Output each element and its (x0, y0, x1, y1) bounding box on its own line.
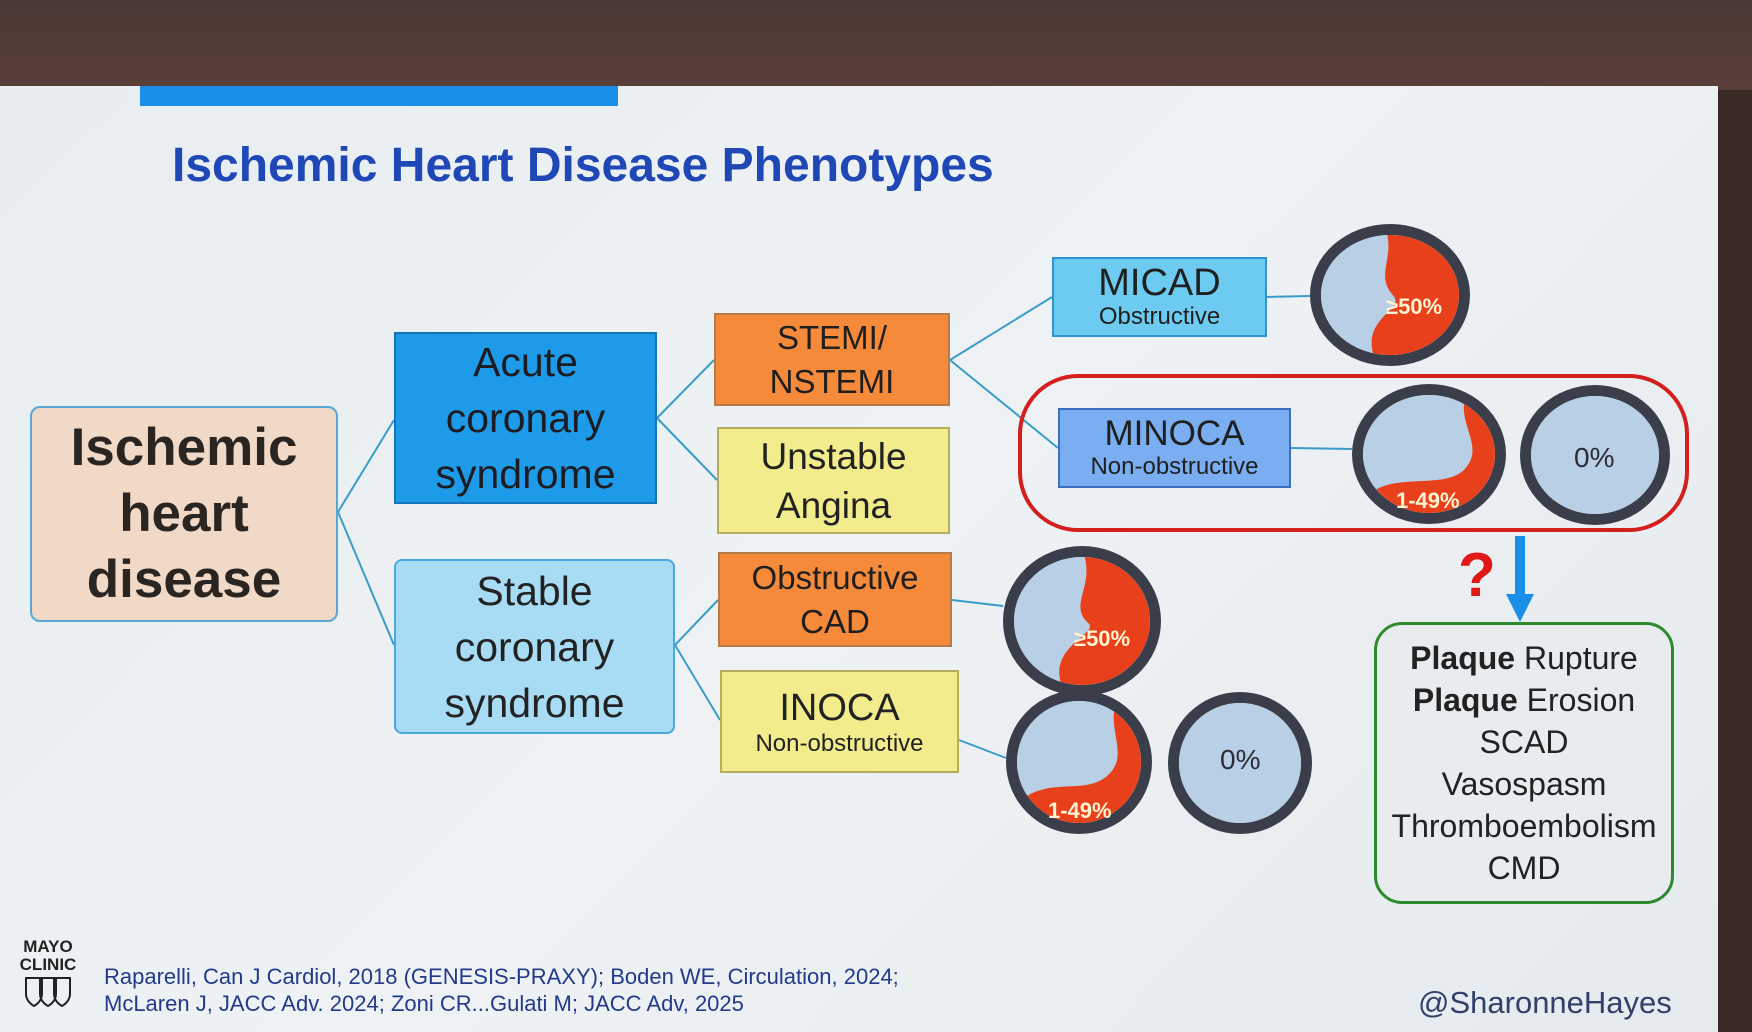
minoca-subtitle: Non-obstructive (1090, 453, 1259, 480)
box-inoca: INOCA Non-obstructive (720, 670, 959, 773)
box-obstructive-cad: Obstructive CAD (718, 552, 952, 647)
citation-line-2: McLaren J, JACC Adv. 2024; Zoni CR...Gul… (104, 991, 744, 1016)
mechanisms-box: Plaque Rupture Plaque Erosion SCAD Vasos… (1374, 622, 1674, 904)
citation-line-1: Raparelli, Can J Cardiol, 2018 (GENESIS-… (104, 964, 899, 989)
inoca-title: INOCA (779, 686, 900, 729)
ua-line-1: Unstable (760, 435, 907, 477)
box-stemi-nstemi: STEMI/ NSTEMI (714, 313, 950, 406)
citation: Raparelli, Can J Cardiol, 2018 (GENESIS-… (104, 963, 899, 1017)
mechanism-item: CMD (1487, 850, 1561, 886)
stemi-line-1: STEMI/ (776, 318, 887, 356)
mayo-clinic-logo: MAYO CLINIC (12, 938, 84, 1010)
box-acute-coronary-syndrome: Acute coronary syndrome (394, 332, 657, 504)
mechanism-item: Vasospasm (1441, 766, 1607, 802)
micad-stenosis-label: ≥50% (1386, 294, 1443, 319)
scs-line-2: coronary (454, 623, 615, 670)
box-minoca: MINOCA Non-obstructive (1058, 408, 1291, 488)
box-unstable-angina: Unstable Angina (717, 427, 950, 534)
acs-line-2: coronary (445, 395, 606, 441)
ocad-line-1: Obstructive (751, 558, 919, 596)
ihd-line-3: disease (86, 550, 282, 609)
inoca-partial-stenosis-label: 1-49% (1048, 798, 1112, 823)
room-background (0, 0, 1752, 90)
minoca-highlight-frame (1018, 374, 1689, 532)
minoca-partial-stenosis-label: 1-49% (1396, 488, 1460, 513)
accent-bar (140, 86, 618, 106)
box-ischemic-heart-disease: Ischemic heart disease (30, 406, 338, 622)
slide-title: Ischemic Heart Disease Phenotypes (172, 139, 994, 192)
box-micad: MICAD Obstructive (1052, 257, 1267, 337)
ihd-line-2: heart (119, 484, 249, 543)
question-mark: ? (1458, 541, 1496, 610)
mechanism-item: Thromboembolism (1391, 808, 1657, 844)
micad-title: MICAD (1098, 262, 1221, 304)
ocad-stenosis-label: ≥50% (1074, 626, 1131, 651)
ocad-line-2: CAD (800, 602, 870, 640)
inoca-none-stenosis-label: 0% (1220, 744, 1261, 775)
vessel-obstructive-cad (1003, 546, 1161, 696)
inoca-subtitle: Non-obstructive (755, 729, 924, 757)
box-stable-coronary-syndrome: Stable coronary syndrome (394, 559, 675, 734)
mechanism-item: Plaque Erosion (1412, 682, 1636, 718)
minoca-title: MINOCA (1104, 414, 1245, 453)
vessel-minoca-none (1520, 385, 1670, 525)
mechanism-item: Plaque Rupture (1410, 640, 1638, 676)
logo-line-1: MAYO (23, 937, 73, 956)
scs-line-1: Stable (476, 567, 593, 614)
acs-line-1: Acute (473, 339, 578, 385)
scs-line-3: syndrome (444, 679, 625, 726)
twitter-handle: @SharonneHayes (1418, 985, 1672, 1020)
ihd-line-1: Ischemic (70, 418, 298, 477)
vessel-inoca-none (1168, 692, 1312, 834)
vessel-inoca-partial (1006, 690, 1152, 834)
ua-line-2: Angina (775, 484, 892, 526)
shield-icon (25, 977, 71, 1008)
mechanism-item: SCAD (1479, 724, 1569, 760)
logo-line-2: CLINIC (19, 955, 77, 974)
down-arrow-icon (1506, 536, 1534, 622)
vessel-minoca-partial (1352, 384, 1506, 524)
acs-line-3: syndrome (435, 451, 616, 497)
minoca-none-stenosis-label: 0% (1574, 442, 1615, 473)
stemi-line-2: NSTEMI (769, 362, 895, 400)
vessel-micad-obstructive (1310, 224, 1470, 366)
micad-subtitle: Obstructive (1098, 303, 1221, 330)
